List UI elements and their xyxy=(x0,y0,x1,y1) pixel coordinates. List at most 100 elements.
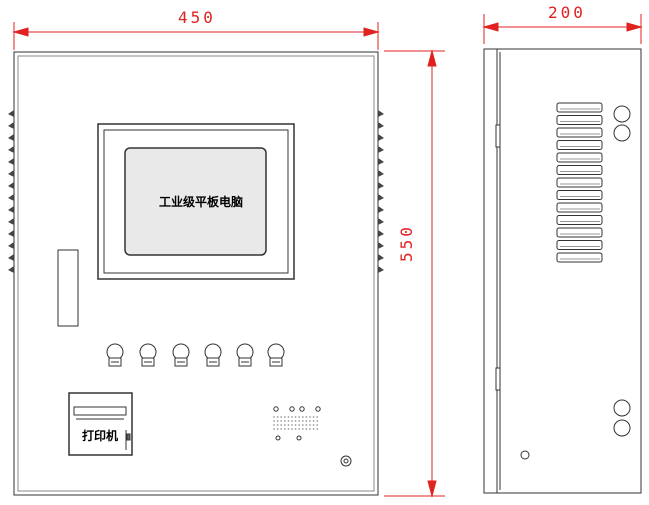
hinge-tooth-right xyxy=(378,218,384,225)
speaker-dot xyxy=(276,428,279,430)
vent-slot xyxy=(556,102,603,113)
indicator-lamp xyxy=(106,343,124,367)
speaker-dot xyxy=(312,424,315,426)
hinge-tooth-right xyxy=(378,230,384,237)
speaker-dot xyxy=(276,416,279,418)
dimension-side-width xyxy=(482,14,643,44)
front-view xyxy=(8,51,384,496)
speaker-dot xyxy=(291,428,293,430)
speaker-dot xyxy=(301,428,304,430)
speaker-hole xyxy=(275,435,281,441)
speaker-dot xyxy=(280,424,283,426)
hinge-tooth-left xyxy=(8,146,14,153)
speaker-dot xyxy=(283,424,286,426)
speaker-dot xyxy=(276,424,279,426)
hinge-tooth-left xyxy=(8,218,14,225)
vent-slot xyxy=(556,227,603,238)
indicator-lamps xyxy=(106,343,285,367)
speaker-dot xyxy=(280,416,283,418)
vent-slot xyxy=(556,190,603,200)
speaker-dot xyxy=(316,416,319,418)
hinge-tooth-left xyxy=(8,122,14,129)
vent-louvers xyxy=(556,102,603,263)
vent-slot xyxy=(556,215,603,225)
hinge-tooth-left xyxy=(8,230,14,237)
speaker-hole xyxy=(299,406,305,412)
hinge-tooth-right xyxy=(378,134,384,141)
speaker-dot xyxy=(273,420,275,422)
side-view xyxy=(483,48,642,494)
speaker-dot xyxy=(316,424,319,426)
hinge-tooth-right xyxy=(378,110,384,117)
indicator-lamp xyxy=(267,343,285,367)
vent-slot xyxy=(556,152,603,163)
speaker-dot xyxy=(312,416,315,418)
hinge-tooth-left xyxy=(8,194,14,201)
screen xyxy=(124,147,267,256)
port-lower-1 xyxy=(613,399,631,417)
vent-slot xyxy=(556,115,603,125)
speaker-dot xyxy=(305,420,308,422)
speaker-dot xyxy=(298,428,301,430)
side-cabinet-outline xyxy=(483,48,642,494)
speaker-dot xyxy=(309,416,311,418)
hinge-tooth-right xyxy=(378,146,384,153)
speaker-dot xyxy=(287,420,290,422)
speaker-hole xyxy=(315,406,321,412)
dimension-height xyxy=(384,49,445,498)
vent-slot xyxy=(556,252,603,263)
front-cabinet-outline xyxy=(13,51,379,496)
dimension-front-width xyxy=(12,22,380,50)
hinge-tooth-left xyxy=(8,134,14,141)
speaker-dot xyxy=(316,428,319,430)
speaker-dot xyxy=(298,416,301,418)
speaker-dot xyxy=(298,420,301,422)
vent-slot xyxy=(556,177,603,188)
port-upper-1 xyxy=(613,105,631,123)
vent-slot xyxy=(556,127,603,138)
speaker-hole xyxy=(273,406,279,412)
hinge-tooth-right xyxy=(378,122,384,129)
hinge-tooth-left xyxy=(8,242,14,249)
vent-slot xyxy=(556,140,603,150)
speaker-dot xyxy=(312,420,315,422)
indicator-lamp xyxy=(139,343,157,367)
speaker-dot xyxy=(316,420,319,422)
speaker-dot xyxy=(305,424,308,426)
speaker-dot xyxy=(305,428,308,430)
hinge-tooth-right xyxy=(378,266,384,273)
hinge-tooth-left xyxy=(8,266,14,273)
hinge-tooth-left xyxy=(8,110,14,117)
printer xyxy=(68,392,133,456)
speaker-dot xyxy=(280,420,283,422)
speaker-hole xyxy=(289,406,295,412)
hinge-tooth-right xyxy=(378,158,384,165)
speaker-dot xyxy=(309,420,311,422)
speaker-dot xyxy=(294,420,297,422)
speaker-dot xyxy=(294,424,297,426)
hinge-tooth-left xyxy=(8,158,14,165)
hinge-tooth-right xyxy=(378,242,384,249)
speaker-dot xyxy=(301,416,304,418)
speaker-dot xyxy=(291,424,293,426)
vent-slot xyxy=(556,202,603,213)
hinge-tooth-right xyxy=(378,254,384,261)
speaker-dot xyxy=(291,416,293,418)
port-lower-2 xyxy=(613,419,631,437)
speaker-dot xyxy=(294,416,297,418)
indicator-lamp xyxy=(204,343,222,367)
speaker-grill xyxy=(273,406,321,441)
hinge-tooth-right xyxy=(378,206,384,213)
lock-screw xyxy=(340,455,352,467)
hinge-tooth-right xyxy=(378,182,384,189)
speaker-dot xyxy=(283,428,286,430)
indicator-lamp xyxy=(236,343,254,367)
speaker-dot xyxy=(280,428,283,430)
side-screw xyxy=(520,450,530,460)
speaker-dot xyxy=(298,424,301,426)
speaker-dot xyxy=(291,420,293,422)
port-upper-2 xyxy=(613,124,631,142)
hinge-tooth-left xyxy=(8,170,14,177)
speaker-dot xyxy=(287,428,290,430)
